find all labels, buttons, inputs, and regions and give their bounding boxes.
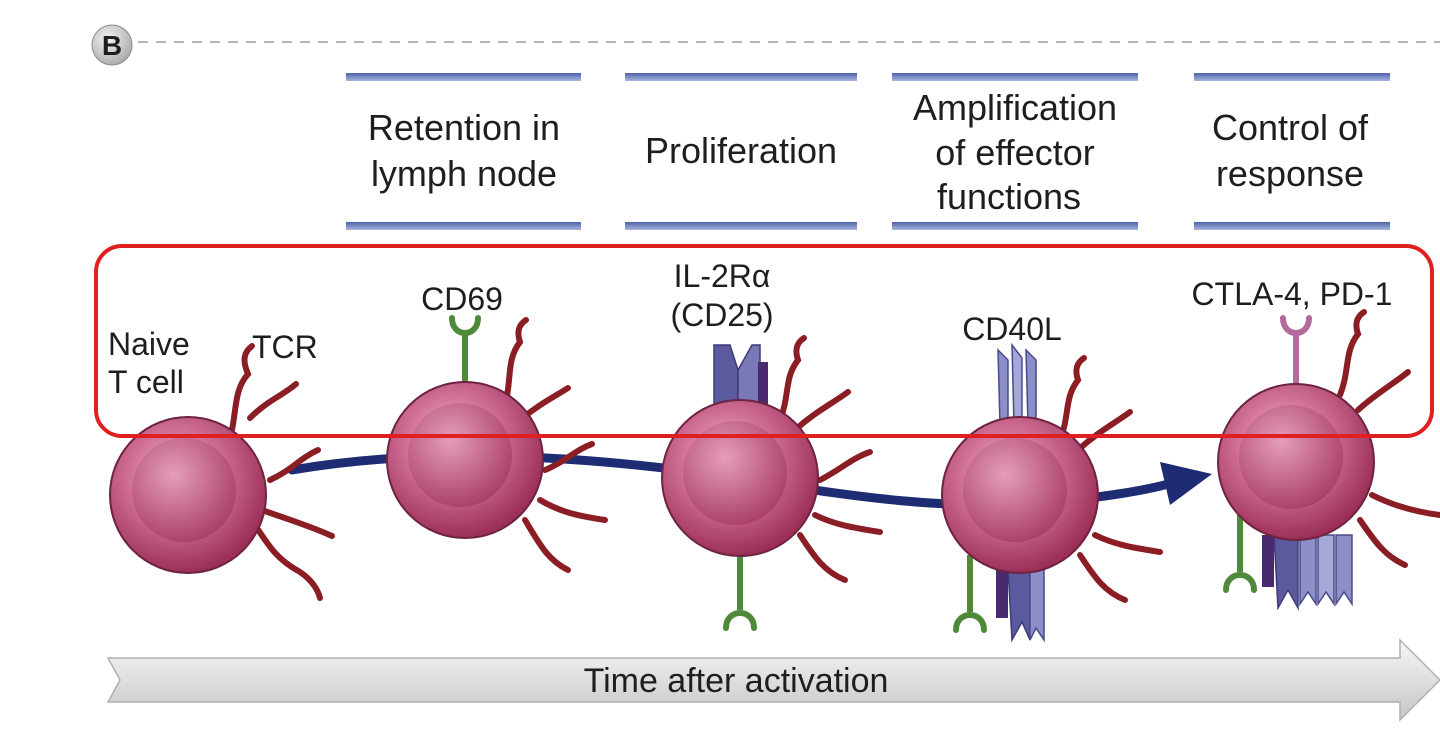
cell-nucleus: [132, 438, 236, 542]
naive-t-cell: Naive T cell TCR: [108, 326, 335, 601]
tcr-receptor-icon: [542, 441, 595, 473]
cd69-receptor-icon: [953, 612, 987, 633]
time-arrow-label: Time after activation: [584, 662, 889, 700]
il2r-receptor-icon: [996, 568, 1008, 618]
il2r-receptor-icon: [1273, 534, 1299, 611]
il2r-receptor-icon: [1007, 567, 1031, 643]
stage-label-line: Control of: [1212, 107, 1369, 148]
stage-label-line: Amplification: [913, 87, 1117, 128]
tcr-receptor-icon: [502, 317, 529, 408]
tcr-receptor-icon: [1057, 355, 1087, 443]
cell-nucleus: [408, 403, 512, 507]
stage-amplification: Amplification of effector functions: [892, 73, 1138, 230]
cell-nucleus: [1239, 405, 1343, 509]
tcr-receptor-icon: [1355, 369, 1411, 413]
tcr-receptor-icon: [777, 335, 807, 423]
tcr-receptor-icon: [267, 447, 321, 483]
ctla4-pd1-cell: CTLA-4, PD-1: [1192, 276, 1440, 611]
marker-label: (CD25): [670, 297, 773, 333]
stage-label-line: Proliferation: [645, 130, 837, 171]
stage-bar-top: [892, 73, 1138, 81]
ctla4-receptor-icon: [1280, 315, 1312, 336]
tcr-receptor-icon: [792, 389, 851, 433]
il2r-receptor-icon: [758, 362, 768, 414]
stage-label-line: of effector: [935, 132, 1094, 173]
activation-path-arrowhead: [1160, 462, 1212, 505]
tcr-receptor-icon: [1092, 532, 1163, 555]
tcr-receptor-icon: [1075, 409, 1133, 453]
cell-label-line: T cell: [108, 364, 184, 400]
tcr-receptor-icon: [812, 512, 883, 535]
tcr-receptor-icon: [247, 381, 299, 421]
tcr-receptor-icon: [797, 532, 848, 583]
tcr-receptor-icon: [537, 497, 608, 523]
stage-bar-bottom: [625, 222, 857, 230]
stage-bar-top: [625, 73, 857, 81]
cd69-receptor-icon: [723, 610, 757, 631]
marker-label: CTLA-4, PD-1: [1192, 276, 1393, 312]
cell-nucleus: [963, 438, 1067, 542]
stage-retention: Retention in lymph node: [346, 73, 581, 230]
il2r-receptor-icon: [1262, 535, 1274, 587]
tcr-receptor-icon: [522, 517, 571, 573]
tcr-label: TCR: [252, 329, 318, 365]
cell-label-line: Naive: [108, 326, 190, 362]
cd40l-receptor-icon: [997, 348, 1009, 426]
stage-proliferation: Proliferation: [625, 73, 857, 230]
cd69-receptor-icon: [1223, 572, 1257, 593]
tcr-receptor-icon: [1077, 552, 1128, 603]
stage-label-line: Retention in: [368, 107, 560, 148]
stage-bar-top: [346, 73, 581, 81]
stage-bar-bottom: [1194, 222, 1390, 230]
panel-label: B: [102, 30, 122, 61]
cd40l-receptor-icon: [1335, 534, 1353, 607]
tcr-receptor-icon: [1369, 492, 1440, 518]
cd40l-receptor-icon: [1011, 342, 1023, 426]
stage-bar-top: [1194, 73, 1390, 81]
stage-label-line: functions: [937, 176, 1081, 217]
tcr-receptor-icon: [1337, 309, 1367, 398]
cd40l-receptor-icon: [1299, 534, 1317, 607]
tcr-receptor-icon: [252, 522, 323, 601]
tcr-receptor-icon: [259, 507, 335, 539]
tcr-receptor-icon: [817, 449, 873, 483]
cell-nucleus: [683, 421, 787, 525]
marker-label: IL-2Rα: [674, 258, 771, 294]
panel-badge: [91, 24, 133, 66]
stage-control: Control of response: [1194, 73, 1390, 230]
stage-label-line: response: [1216, 153, 1364, 194]
stage-bar-bottom: [892, 222, 1138, 230]
cd40l-cell: CD40L: [941, 311, 1163, 643]
marker-label: CD40L: [962, 311, 1062, 347]
marker-label: CD69: [421, 281, 503, 317]
time-arrow: [106, 638, 1440, 722]
cd40l-receptor-icon: [1025, 348, 1037, 426]
highlight-box: [94, 244, 1434, 438]
cd69-receptor-icon: [449, 315, 481, 336]
cd40l-receptor-icon: [1029, 567, 1045, 643]
stage-label-line: lymph node: [371, 153, 557, 194]
tcr-receptor-icon: [225, 343, 255, 448]
cd69-cell: CD69: [386, 281, 608, 573]
il2r-cell: IL-2Rα (CD25): [661, 258, 883, 631]
tcr-receptor-icon: [1357, 517, 1408, 568]
cd40l-receptor-icon: [1317, 534, 1335, 607]
stage-bar-bottom: [346, 222, 581, 230]
